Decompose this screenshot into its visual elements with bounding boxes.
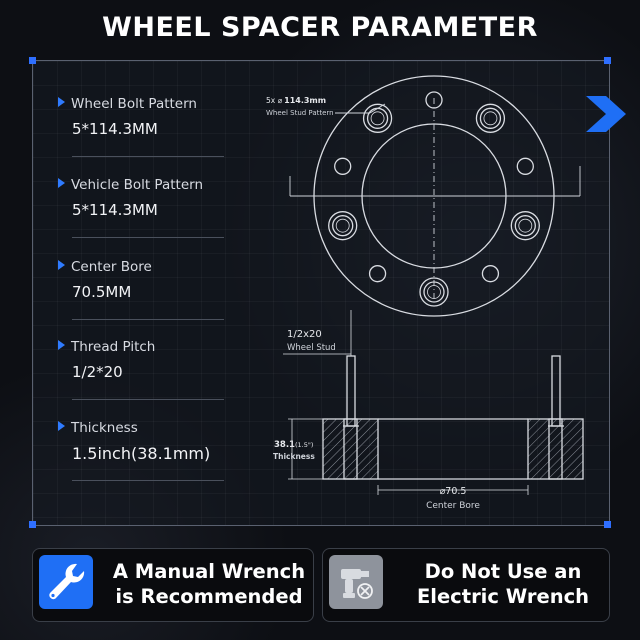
bolt-hole	[368, 265, 387, 283]
thickness-caption: Thickness	[273, 452, 315, 461]
stud-outer	[362, 103, 393, 133]
stud-outer	[328, 211, 358, 241]
stud-ring	[332, 215, 354, 237]
param-value: 1.5inch(38.1mm)	[72, 444, 211, 463]
electric-notice-line2: Electric Wrench	[416, 585, 590, 608]
param-label: Thread Pitch	[71, 339, 156, 355]
stud-ring	[514, 215, 536, 237]
manual-wrench-notice: A Manual Wrench is Recommended	[32, 548, 314, 622]
bolt-hole	[516, 157, 534, 175]
stud-ring	[366, 107, 389, 129]
impact-wrench-icon	[329, 555, 383, 609]
divider	[72, 156, 224, 157]
corner-marker	[29, 521, 36, 528]
corner-marker	[29, 57, 36, 64]
param-value: 5*114.3MM	[72, 120, 158, 138]
stud-outer	[419, 277, 449, 307]
divider	[72, 480, 224, 481]
param-value: 70.5MM	[72, 283, 132, 301]
bolt-hole	[334, 157, 352, 175]
bore-dimension: ⌀70.5	[440, 486, 467, 497]
stud-ring	[479, 107, 502, 129]
param-thread-pitch: Thread Pitch 1/2*20	[58, 339, 224, 421]
param-label: Wheel Bolt Pattern	[71, 96, 197, 112]
stud-thread	[370, 111, 385, 126]
stud-pattern-label: 5x ⌀114.3mm	[266, 96, 326, 105]
stud-outer	[510, 211, 540, 241]
stud-caption: Wheel Stud	[287, 343, 336, 353]
stud-pattern-caption: Wheel Stud Pattern	[266, 109, 334, 117]
divider	[72, 237, 224, 238]
bore-caption: Center Bore	[426, 501, 480, 511]
divider	[72, 319, 224, 320]
param-vehicle-bolt-pattern: Vehicle Bolt Pattern 5*114.3MM	[58, 177, 224, 259]
parameter-panel	[32, 60, 610, 526]
param-wheel-bolt-pattern: Wheel Bolt Pattern 5*114.3MM	[58, 96, 224, 178]
triangle-right-icon	[58, 421, 65, 431]
stud-thread	[483, 111, 498, 126]
dimension-lines	[289, 98, 581, 300]
spacer-side-view	[283, 310, 584, 495]
wrench-icon	[39, 555, 93, 609]
corner-marker	[604, 57, 611, 64]
corner-marker	[604, 521, 611, 528]
triangle-right-icon	[58, 178, 65, 188]
thickness-dimension: 38.1(1.5")	[274, 440, 313, 450]
divider	[72, 399, 224, 400]
param-label: Thickness	[71, 420, 138, 436]
param-center-bore: Center Bore 70.5MM	[58, 259, 224, 341]
stud-thread-label: 1/2x20	[287, 329, 322, 340]
chevron-right-icon	[586, 96, 626, 132]
manual-notice-line1: A Manual Wrench	[112, 560, 306, 583]
triangle-right-icon	[58, 260, 65, 270]
param-label: Vehicle Bolt Pattern	[71, 177, 203, 193]
param-label: Center Bore	[71, 259, 152, 275]
triangle-right-icon	[58, 340, 65, 350]
param-thickness: Thickness 1.5inch(38.1mm)	[58, 420, 224, 502]
bolt-hole	[481, 265, 500, 283]
stud-thread	[335, 218, 350, 233]
electric-notice-line1: Do Not Use an	[424, 560, 582, 583]
param-value: 5*114.3MM	[72, 201, 158, 219]
electric-wrench-notice: Do Not Use an Electric Wrench	[322, 548, 610, 622]
manual-notice-line2: is Recommended	[115, 585, 303, 608]
triangle-right-icon	[58, 97, 65, 107]
stud-thread	[518, 218, 533, 233]
param-value: 1/2*20	[72, 363, 123, 381]
page-title: WHEEL SPACER PARAMETER	[102, 12, 538, 43]
stud-outer	[475, 103, 506, 133]
